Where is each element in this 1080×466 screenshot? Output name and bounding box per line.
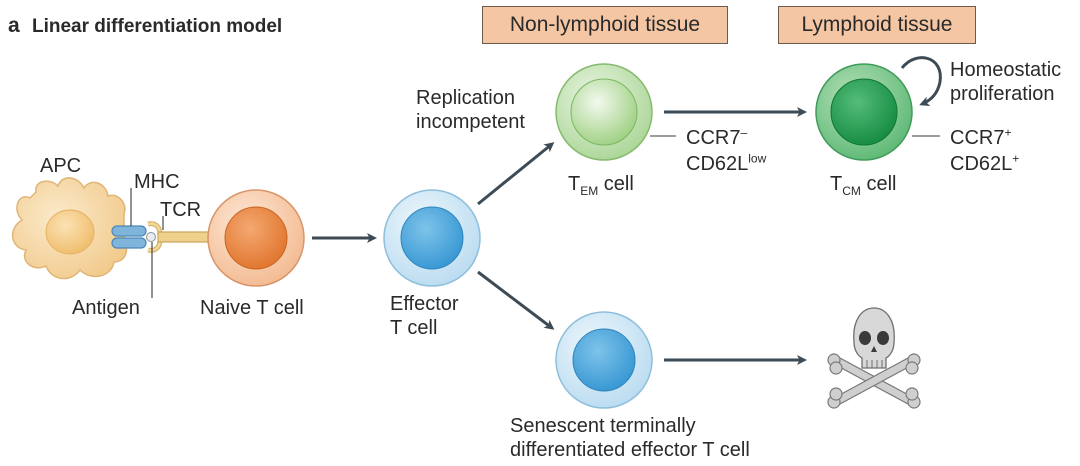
antigen-label: Antigen [72,297,140,319]
effector-t-cell [383,189,481,287]
skull-crossbones-icon [827,307,921,409]
naive-t-cell [207,189,305,287]
arrow-effector-to-tem [477,142,555,206]
arrow-effector-to-senescent [477,270,555,330]
replication-label-line2: incompetent [416,111,525,133]
arrows [312,56,942,365]
homeostatic-label-line1: Homeostatic [950,59,1062,81]
tcm-marker-ccr7: CCR7+ [950,125,1012,149]
tcm-cell-label: TCM cell [830,173,897,198]
tem-cell-label: TEM cell [568,173,634,198]
tcm-marker-cd62l: CD62L+ [950,151,1020,175]
senescent-label-line1: Senescent terminally [510,415,696,437]
non-lymphoid-tissue-box: Non-lymphoid tissue [482,6,728,44]
lymphoid-tissue-box: Lymphoid tissue [778,6,976,44]
naive-t-cell-label: Naive T cell [200,297,304,319]
senescent-label-line2: differentiated effector T cell [510,439,750,461]
tcr-label: TCR [160,199,202,221]
tem-marker-ccr7: CCR7– [686,125,748,149]
mhc-tcr-complex [111,221,213,253]
tcm-cell [815,63,913,161]
apc-label: APC [40,155,82,177]
senescent-effector-cell [555,311,653,409]
effector-label-line1: Effector [390,293,459,315]
panel-letter: a [8,14,20,37]
replication-label-line1: Replication [416,87,515,109]
figure-title: Linear differentiation model [32,16,283,37]
mhc-label: MHC [134,171,180,193]
homeostatic-label-line2: proliferation [950,83,1055,105]
apc-cell [12,177,128,280]
leader-lines [130,135,940,298]
tem-cell [555,63,653,161]
tem-marker-cd62l: CD62Llow [686,151,767,175]
homeostatic-loop-arrow [900,56,942,107]
effector-label-line2: T cell [390,317,438,339]
